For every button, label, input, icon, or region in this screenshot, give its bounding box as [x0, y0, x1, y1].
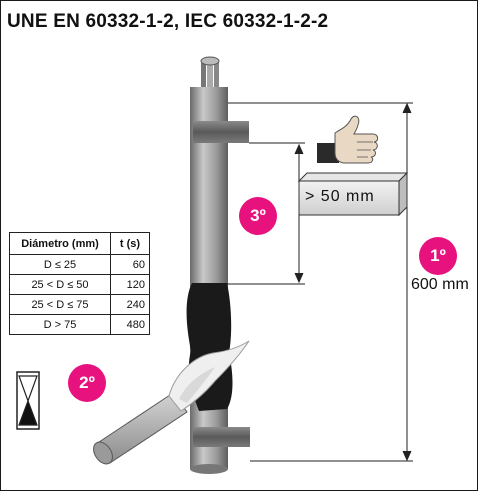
length-dimension	[228, 102, 413, 462]
cell-time: 120	[110, 274, 150, 295]
cable-bottom	[190, 464, 228, 474]
distance-box	[297, 171, 409, 217]
table-row: 25 < D ≤ 50 120	[9, 274, 150, 295]
cell-diameter: 25 < D ≤ 75	[9, 294, 111, 315]
column-header-diameter: Diámetro (mm)	[9, 232, 111, 255]
thumbs-up-icon	[317, 115, 379, 164]
cell-diameter: D > 75	[9, 314, 111, 335]
distance-label-box: > 50 mm	[299, 177, 399, 213]
bottom-clamp	[193, 427, 250, 447]
exposure-time-table: Diámetro (mm) t (s) D ≤ 25 60 25 < D ≤ 5…	[9, 232, 150, 335]
bunsen-burner	[93, 392, 188, 465]
cell-time: 60	[110, 254, 150, 275]
cell-time: 240	[110, 294, 150, 315]
table-row: D ≤ 25 60	[9, 254, 150, 275]
cell-time: 480	[110, 314, 150, 335]
cell-diameter: 25 < D ≤ 50	[9, 274, 111, 295]
table-row: D > 75 480	[9, 314, 150, 335]
flame-distance-label: > 50 mm	[305, 188, 375, 205]
hourglass-icon	[16, 371, 40, 430]
table-row: 25 < D ≤ 75 240	[9, 294, 150, 315]
page-title: UNE EN 60332-1-2, IEC 60332-1-2-2	[7, 11, 329, 32]
cell-diameter: D ≤ 25	[9, 254, 111, 275]
top-clamp	[193, 121, 249, 143]
cable-sample	[190, 87, 228, 469]
cable-conductors	[200, 56, 220, 89]
step-1-badge: 1º	[419, 237, 457, 275]
cable-length-label: 600 mm	[411, 276, 469, 293]
table-header-row: Diámetro (mm) t (s)	[9, 232, 150, 255]
step-2-badge: 2º	[68, 364, 106, 402]
step-3-badge: 3º	[239, 197, 277, 235]
column-header-time: t (s)	[110, 232, 150, 255]
flame	[168, 340, 250, 412]
